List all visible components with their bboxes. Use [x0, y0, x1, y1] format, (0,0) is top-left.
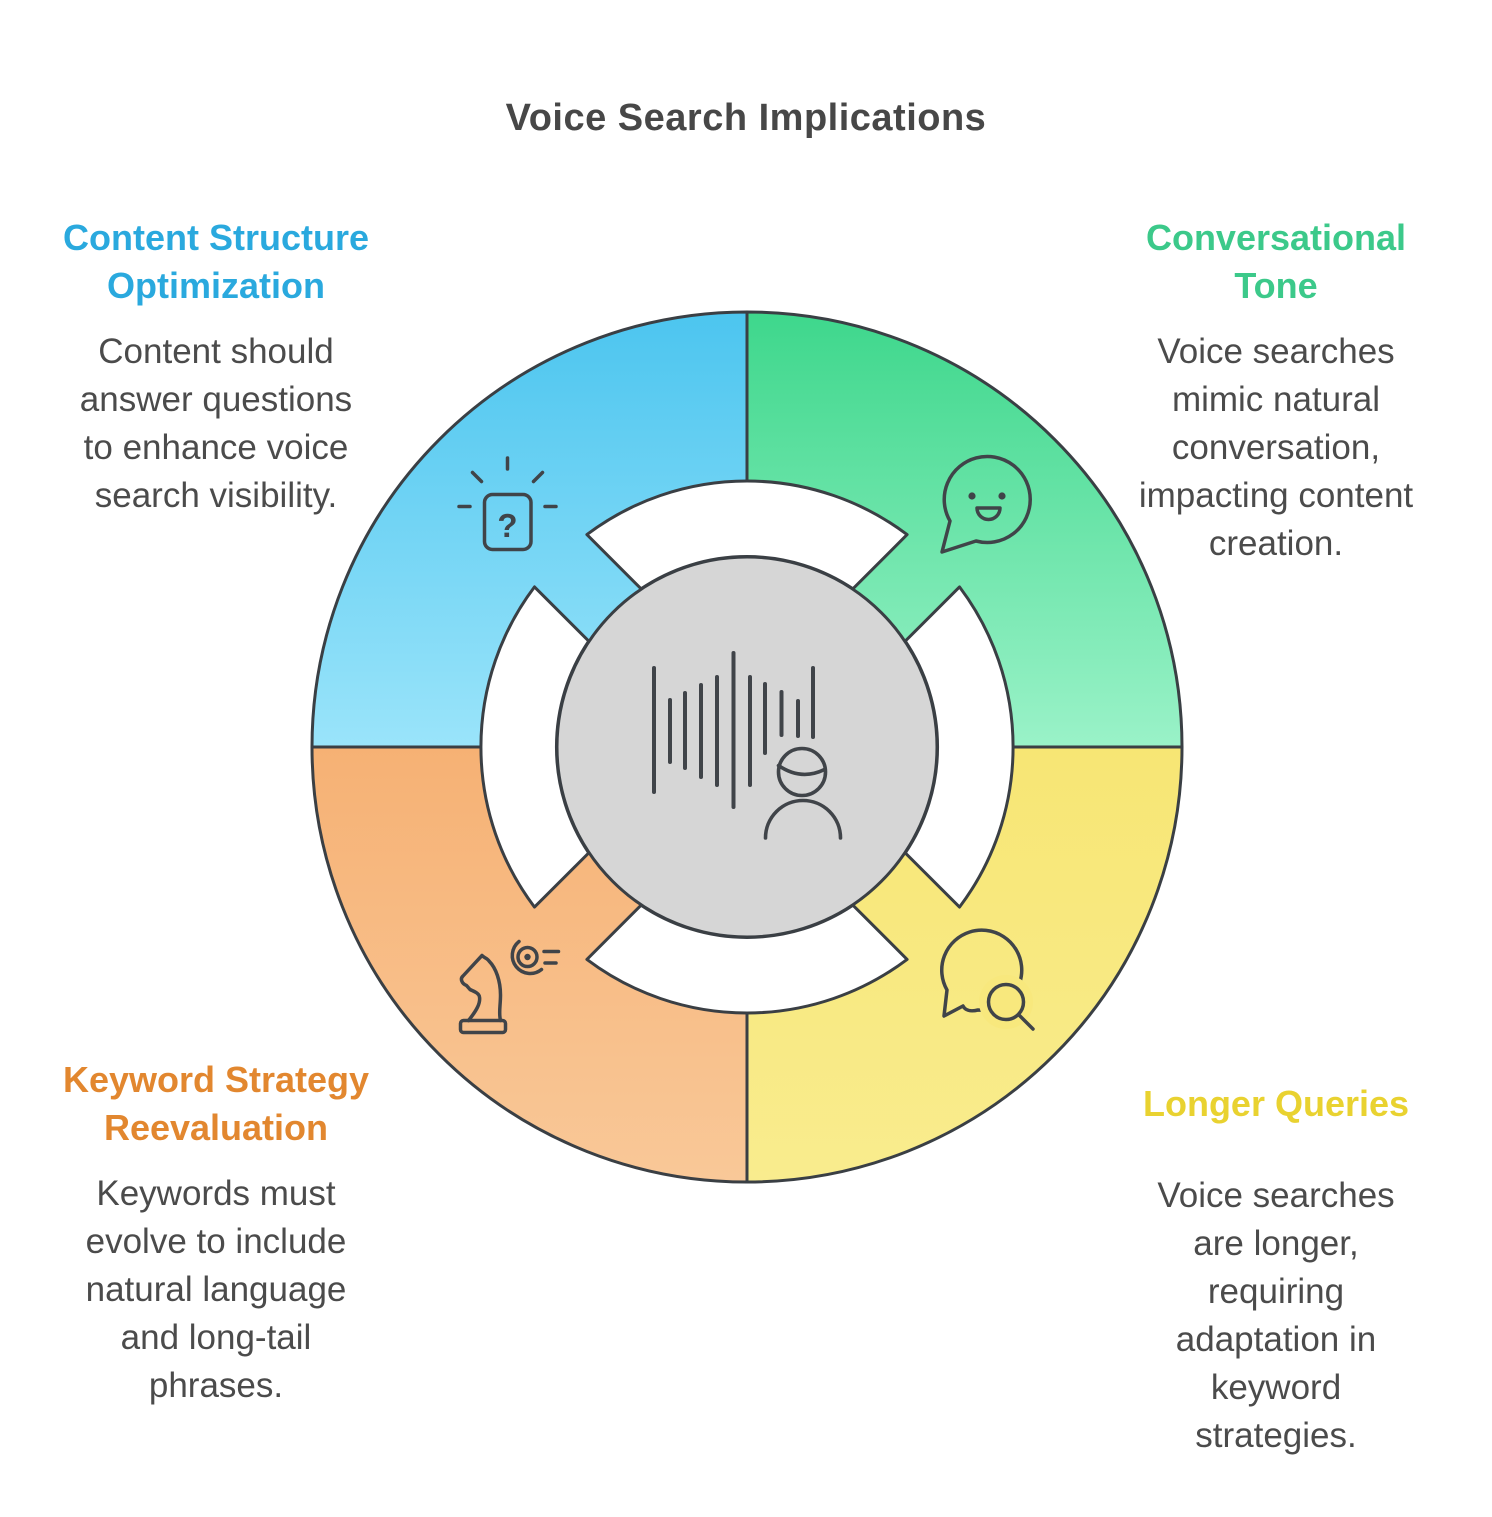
smiley-speech-bubble-icon: [940, 454, 1032, 554]
segment-heading: Keyword Strategy Reevaluation: [62, 1059, 370, 1148]
segment-heading: Content Structure Optimization: [63, 217, 369, 306]
speech-bubble-search-icon: [939, 928, 1035, 1031]
page-title: Voice Search Implications: [505, 97, 987, 139]
segment-label-content-structure: Content Structure Optimization Content s…: [22, 196, 410, 538]
center-disc: [555, 555, 939, 939]
segment-body: Content should answer questions to enhan…: [79, 331, 353, 515]
segment-label-longer-queries: Longer Queries Voice searches are longer…: [1082, 1062, 1470, 1478]
segment-body: Keywords must evolve to include natural …: [85, 1173, 347, 1405]
segment-heading: Conversational Tone: [1145, 217, 1407, 306]
magnifier-glass-icon: [986, 982, 1035, 1031]
segment-body: Voice searches mimic natural conversatio…: [1138, 331, 1414, 563]
question-glyph: ?: [497, 507, 517, 544]
person-icon: [763, 746, 843, 840]
gear-icon: [510, 939, 561, 976]
segment-body: Voice searches are longer, requiring ada…: [1157, 1175, 1395, 1455]
chess-knight-strategy-icon: [458, 939, 561, 1035]
segment-label-conversational-tone: Conversational Tone Voice searches mimic…: [1082, 196, 1470, 585]
idea-question-icon: ?: [457, 456, 558, 552]
segment-heading: Longer Queries: [1142, 1083, 1410, 1124]
voice-waveform-person-icon: [652, 651, 843, 840]
segment-label-keyword-strategy: Keyword Strategy Reevaluation Keywords m…: [22, 1038, 410, 1427]
